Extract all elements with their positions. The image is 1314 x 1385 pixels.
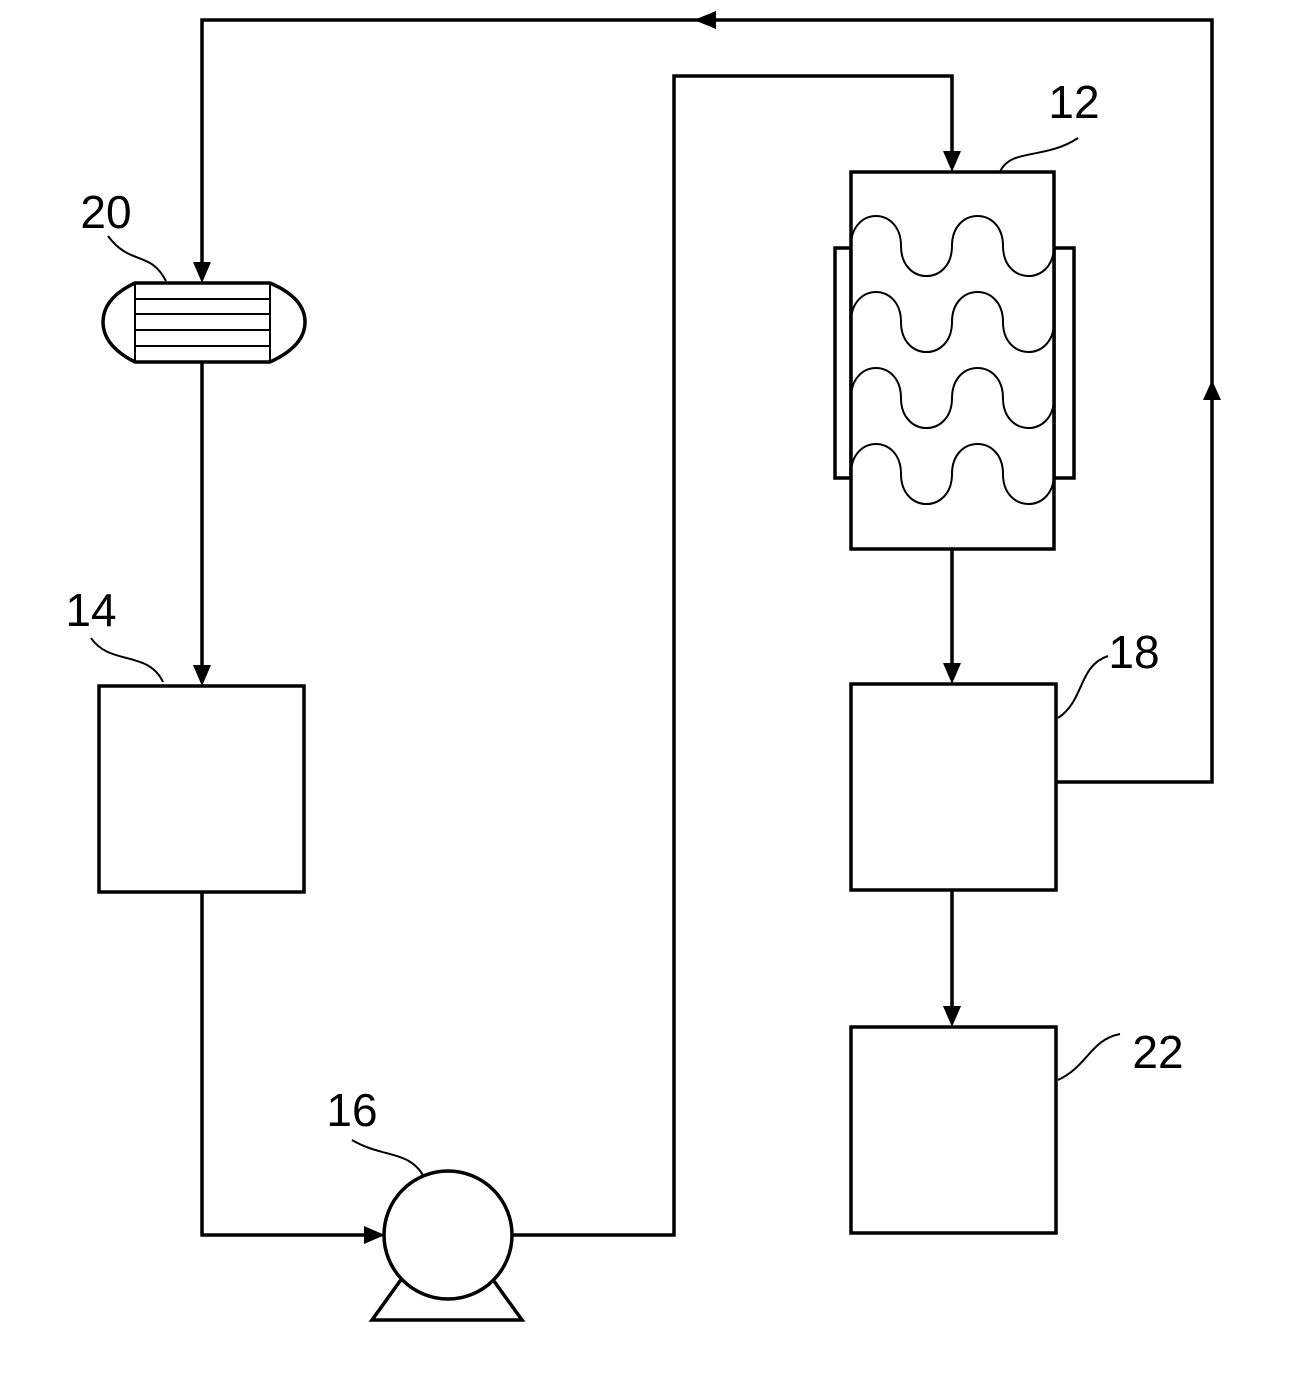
- arrow-down-to-tank: [193, 665, 211, 686]
- separator-box: [851, 684, 1056, 890]
- arrow-right-to-pump: [364, 1226, 385, 1244]
- leader-22: [1058, 1034, 1120, 1080]
- arrow-down-to-exchanger: [193, 262, 211, 283]
- ref-label-22: 22: [1132, 1026, 1183, 1078]
- heat-exchanger: [103, 283, 305, 362]
- leader-14: [91, 638, 163, 682]
- arrow-down-to-reactor: [943, 151, 961, 172]
- ref-label-20: 20: [80, 186, 131, 238]
- arrow-up-recycle: [1203, 380, 1221, 400]
- leader-18: [1058, 656, 1108, 718]
- arrow-down-to-separator: [943, 663, 961, 684]
- pump: [372, 1171, 522, 1320]
- ref-label-18: 18: [1108, 626, 1159, 678]
- reactor: [835, 172, 1074, 549]
- arrow-down-to-collector: [943, 1006, 961, 1027]
- ref-label-14: 14: [65, 584, 116, 636]
- leader-16: [352, 1140, 424, 1177]
- tank-to-pump-line: [202, 893, 372, 1235]
- tank-box: [99, 686, 304, 892]
- ref-label-12: 12: [1048, 76, 1099, 128]
- ref-label-16: 16: [326, 1084, 377, 1136]
- collector-box: [851, 1027, 1056, 1233]
- leader-12: [1000, 138, 1078, 172]
- arrow-left-top: [694, 11, 716, 29]
- leader-20: [108, 236, 166, 281]
